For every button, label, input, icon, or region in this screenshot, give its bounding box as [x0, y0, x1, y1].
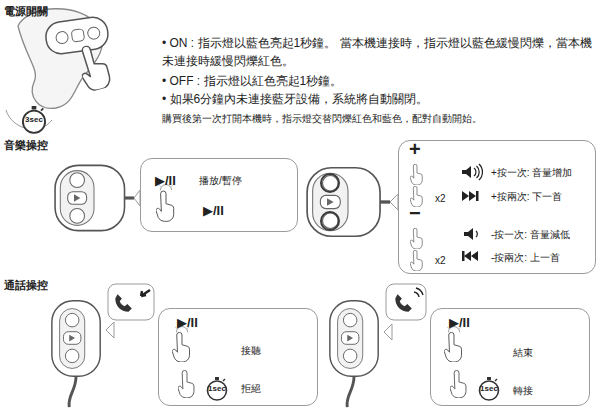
function-text: 播放/暫停 [199, 175, 242, 188]
timer-icon: 1sec [477, 377, 501, 401]
instruction-text: • ON : 指示燈以藍色亮起1秒鐘。 當本機連接時，指示燈以藍色緩慢閃爍，當本… [162, 34, 594, 70]
section-heading: 音樂操控 [4, 136, 84, 154]
function-text: +按一次: 音量增加 [491, 167, 572, 180]
function-text: 拒絕 [241, 383, 261, 396]
function-text: +按兩次: 下一首 [491, 191, 562, 204]
timer-icon: 1sec [205, 377, 229, 401]
function-text: -按兩次: 上一首 [491, 252, 560, 265]
press-count: x2 [435, 193, 446, 206]
button-symbol: ▶/II [449, 315, 470, 331]
section-heading: 電源開關 [4, 2, 84, 20]
function-text: 結束 [513, 347, 533, 360]
button-symbol: ▶/II [203, 203, 224, 219]
control-box: ▶/II 結束轉接 1sec [430, 308, 590, 406]
note-text: 購買後第一次打開本機時，指示燈交替閃爍紅色和藍色，配對自動開始。 [162, 110, 594, 128]
button-symbol: ▶/II [155, 173, 176, 189]
control-box: ▶/II 接聽拒絕 1sec [158, 308, 318, 406]
function-text: 接聽 [241, 345, 261, 358]
timer-text: 1sec [480, 384, 498, 394]
button-symbol: + [409, 137, 421, 162]
button-symbol: ▶/II [177, 315, 198, 331]
timer-text: 3sec [25, 115, 43, 125]
instruction-text: • OFF : 指示燈以紅色亮起1秒鐘。 [162, 72, 594, 90]
button-symbol: − [409, 201, 421, 226]
function-text: 轉接 [513, 385, 533, 398]
timer-icon: 3sec [20, 106, 48, 134]
control-box: ▶/II 播放/暫停 ▶/II [140, 158, 298, 232]
section-heading: 通話操控 [4, 276, 84, 294]
timer-text: 1sec [208, 384, 226, 394]
function-text: -按一次: 音量減低 [491, 229, 570, 242]
control-box: + x2 − x2 +按一次: 音量增加 +按兩次: 下一首 -按一次: 音量減低 -按兩次:… [398, 140, 596, 274]
instruction-text: • 如果6分鐘內未連接藍牙設備，系統將自動關閉。 [162, 90, 594, 108]
press-count: x2 [435, 255, 446, 268]
